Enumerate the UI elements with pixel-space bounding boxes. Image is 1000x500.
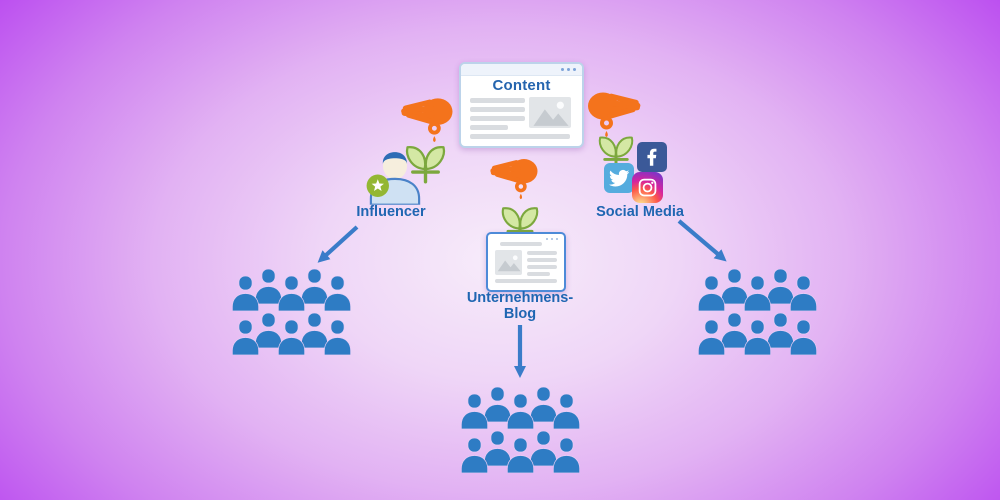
audience-person-icon [553, 438, 580, 473]
text-placeholder-line [495, 279, 557, 283]
audience-row [463, 386, 578, 429]
audience-crowd-left [234, 268, 349, 355]
blog-label: Unternehmens- Blog [466, 290, 574, 322]
text-placeholder-line [470, 107, 525, 112]
hand-sowing-seed-icon [490, 155, 540, 200]
audience-person-icon [507, 394, 534, 429]
audience-person-icon [790, 320, 817, 355]
audience-person-icon [461, 438, 488, 473]
audience-person-icon [278, 276, 305, 311]
image-placeholder-icon [529, 97, 571, 128]
instagram-icon [632, 172, 663, 203]
image-placeholder-icon [495, 250, 522, 275]
audience-person-icon [790, 276, 817, 311]
content-browser-card: Content [459, 62, 584, 148]
arrow-influencer-to-audience [317, 225, 359, 263]
text-placeholder-line [470, 98, 525, 103]
twitter-icon [604, 163, 634, 193]
audience-crowd-center [463, 386, 578, 473]
audience-row [700, 268, 815, 311]
window-dots-icon [546, 238, 558, 240]
audience-row [463, 430, 578, 473]
audience-person-icon [698, 276, 725, 311]
audience-row [700, 312, 815, 355]
blog-browser-card [486, 232, 566, 292]
text-placeholder-line [527, 258, 557, 262]
audience-crowd-right [700, 268, 815, 355]
arrow-social-to-audience [677, 219, 727, 262]
audience-person-icon [507, 438, 534, 473]
audience-person-icon [744, 276, 771, 311]
social-media-label: Social Media [596, 204, 684, 220]
text-placeholder-line [470, 125, 508, 130]
audience-person-icon [324, 276, 351, 311]
hand-sowing-seed-icon [585, 88, 641, 138]
audience-person-icon [698, 320, 725, 355]
text-placeholder-line [527, 265, 557, 269]
influencer-avatar-icon [364, 151, 426, 205]
audience-person-icon [553, 394, 580, 429]
audience-row [234, 312, 349, 355]
audience-person-icon [278, 320, 305, 355]
text-placeholder-line [470, 134, 570, 139]
audience-person-icon [232, 276, 259, 311]
text-placeholder-line [470, 116, 525, 121]
hand-sowing-seed-icon [401, 94, 455, 143]
window-dots-icon [561, 68, 576, 71]
audience-row [234, 268, 349, 311]
influencer-label: Influencer [356, 204, 426, 220]
facebook-icon [637, 142, 667, 172]
audience-person-icon [324, 320, 351, 355]
text-placeholder-line [500, 242, 542, 246]
audience-person-icon [461, 394, 488, 429]
text-placeholder-line [527, 251, 557, 255]
content-card-title: Content [492, 77, 551, 94]
browser-titlebar [461, 64, 582, 76]
audience-person-icon [744, 320, 771, 355]
text-placeholder-line [527, 272, 550, 276]
audience-person-icon [232, 320, 259, 355]
